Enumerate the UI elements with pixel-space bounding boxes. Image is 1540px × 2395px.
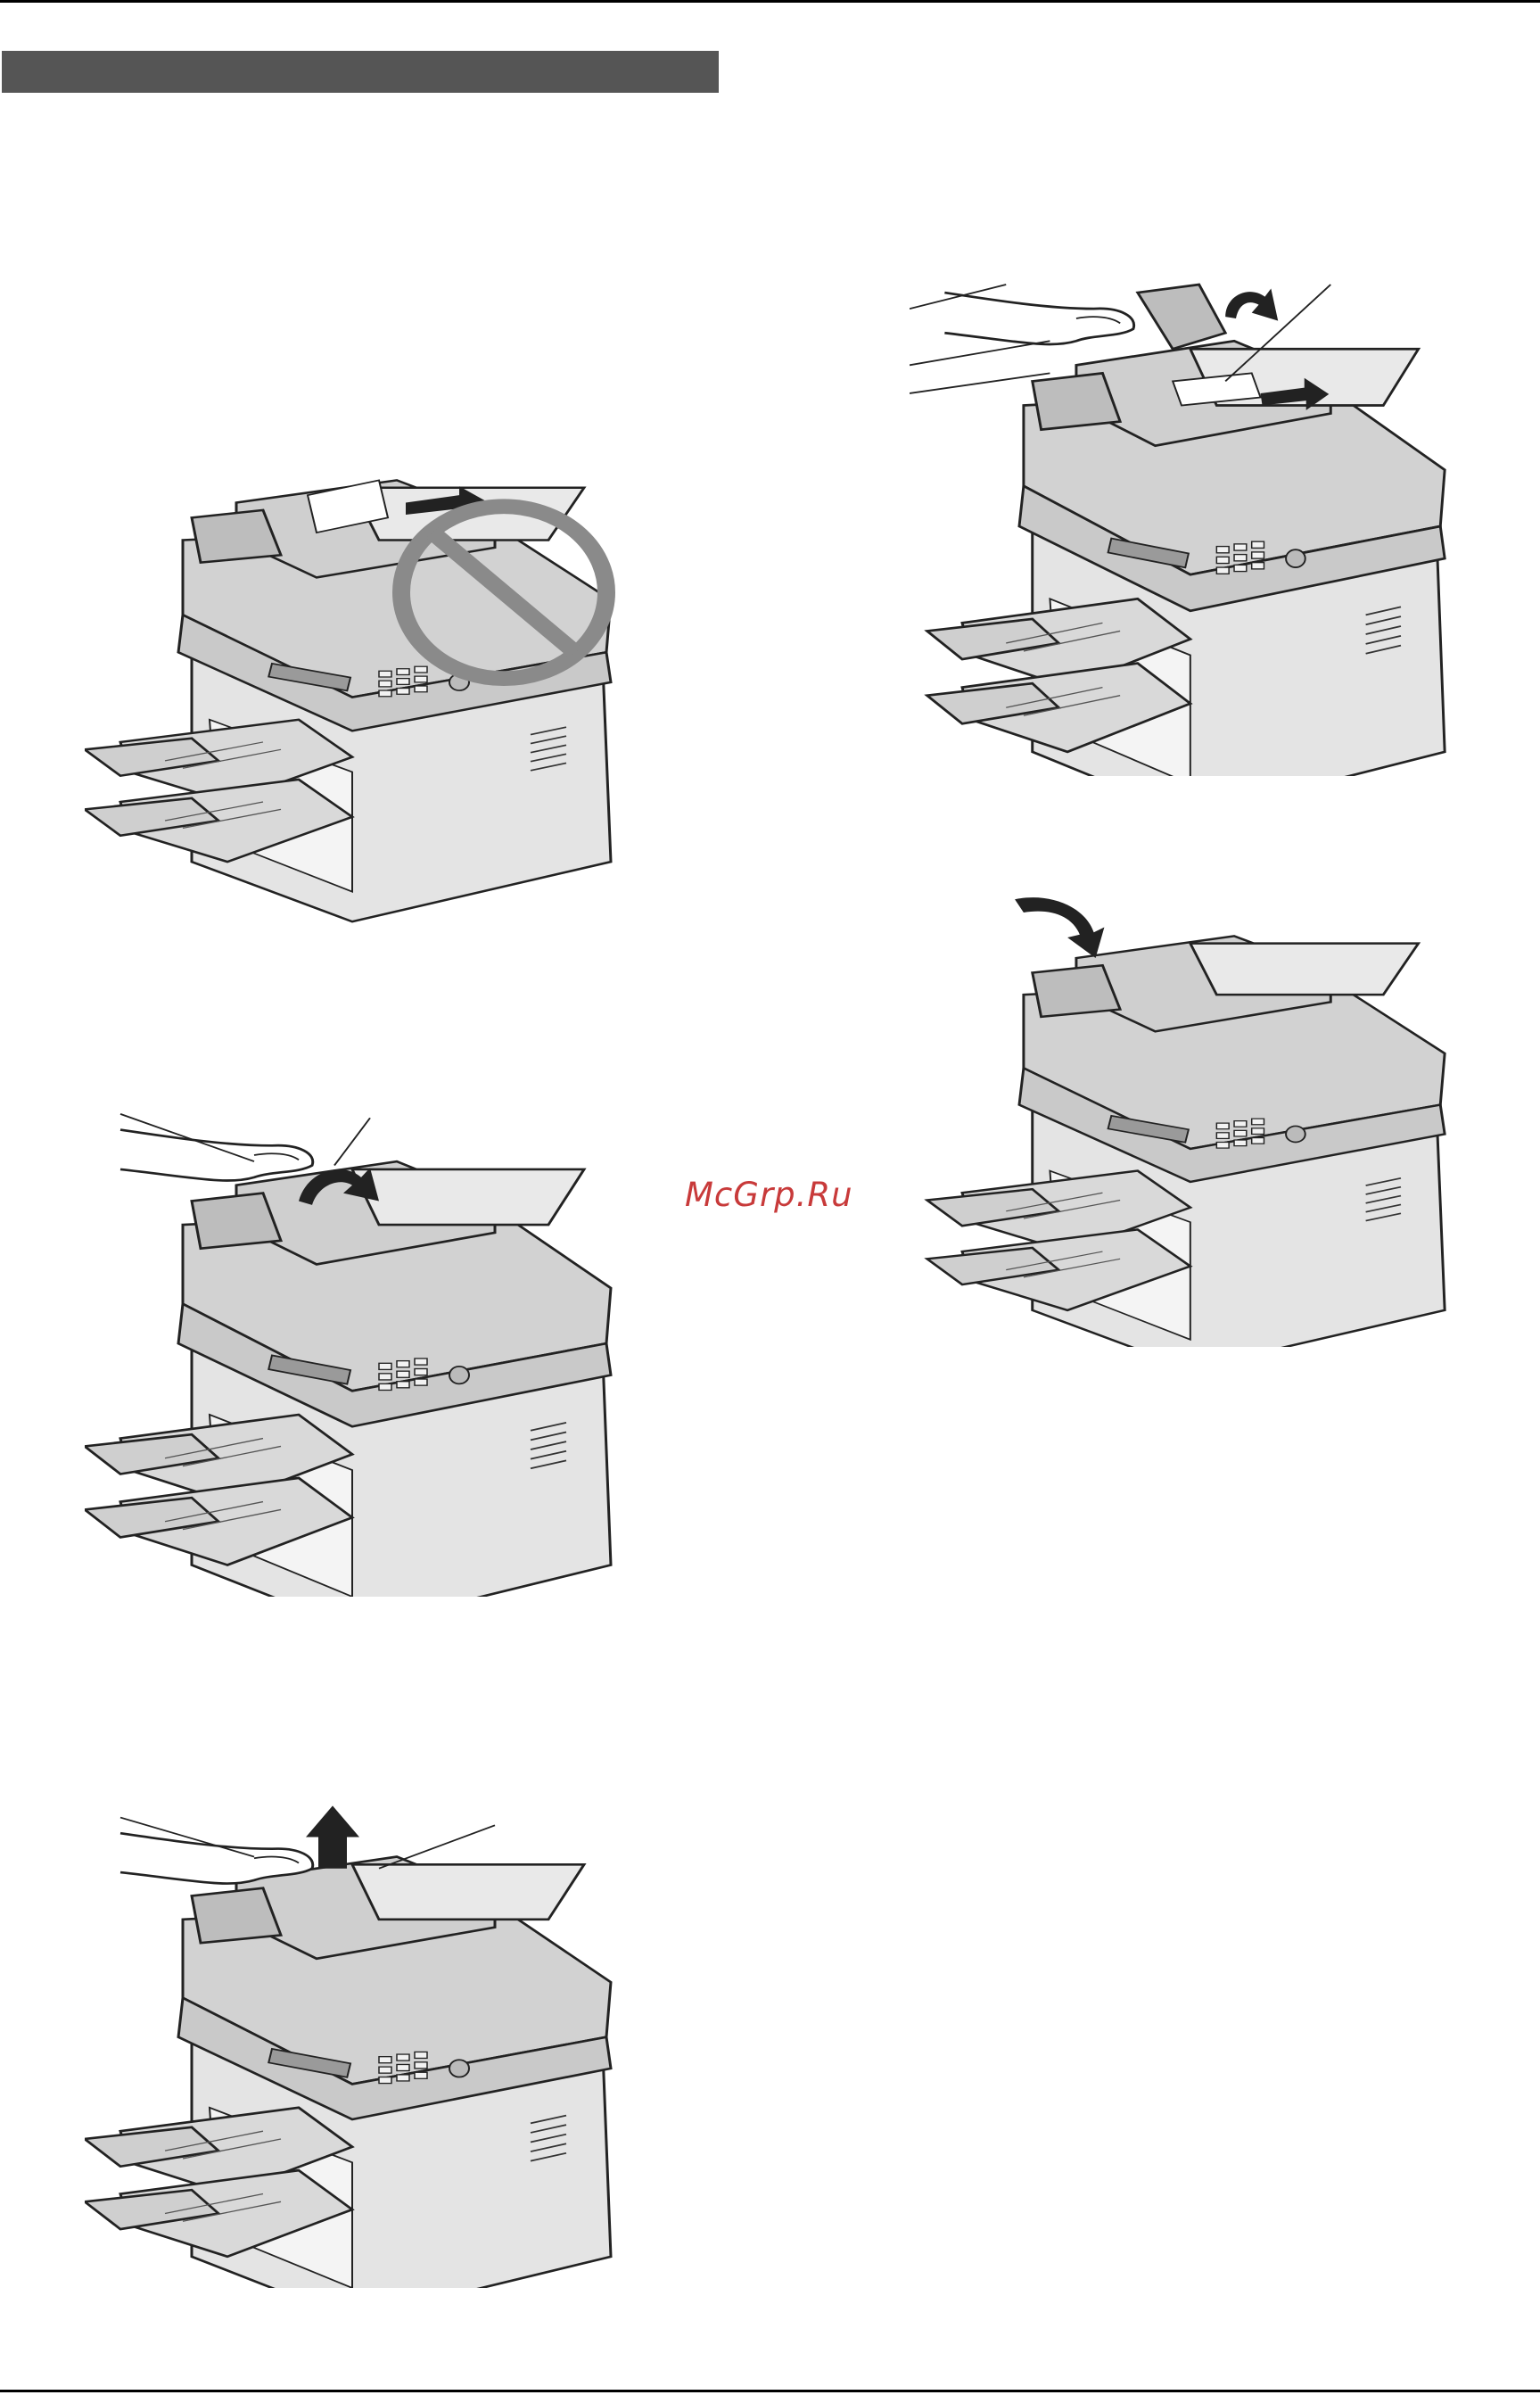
figure-remove-jammed-document bbox=[910, 277, 1454, 776]
printer-illustration bbox=[910, 892, 1454, 1347]
bottom-rule bbox=[0, 2390, 1540, 2392]
callout-leader-line bbox=[910, 373, 1050, 393]
callout-leader-line bbox=[910, 341, 1050, 365]
open-arrow-icon bbox=[1225, 289, 1278, 321]
printer-illustration bbox=[85, 1106, 638, 1597]
opened-cover bbox=[1138, 285, 1225, 349]
close-arrow-icon bbox=[1015, 897, 1104, 958]
up-arrow-icon bbox=[306, 1805, 359, 1868]
figure-lift-out-paper bbox=[85, 1802, 638, 2288]
watermark: McGrp.Ru bbox=[685, 1176, 853, 1214]
printer-illustration bbox=[85, 1802, 638, 2288]
top-rule bbox=[0, 0, 1540, 3]
printer-illustration bbox=[85, 473, 638, 937]
figure-close-adf-cover bbox=[910, 892, 1454, 1347]
callout-leader-line bbox=[334, 1118, 370, 1165]
printer-illustration bbox=[910, 277, 1454, 776]
section-header-bar bbox=[2, 51, 719, 93]
figure-no-pull-jammed-paper bbox=[85, 473, 638, 937]
callout-leader-line bbox=[379, 1825, 495, 1868]
figure-open-adf-cover bbox=[85, 1106, 638, 1597]
